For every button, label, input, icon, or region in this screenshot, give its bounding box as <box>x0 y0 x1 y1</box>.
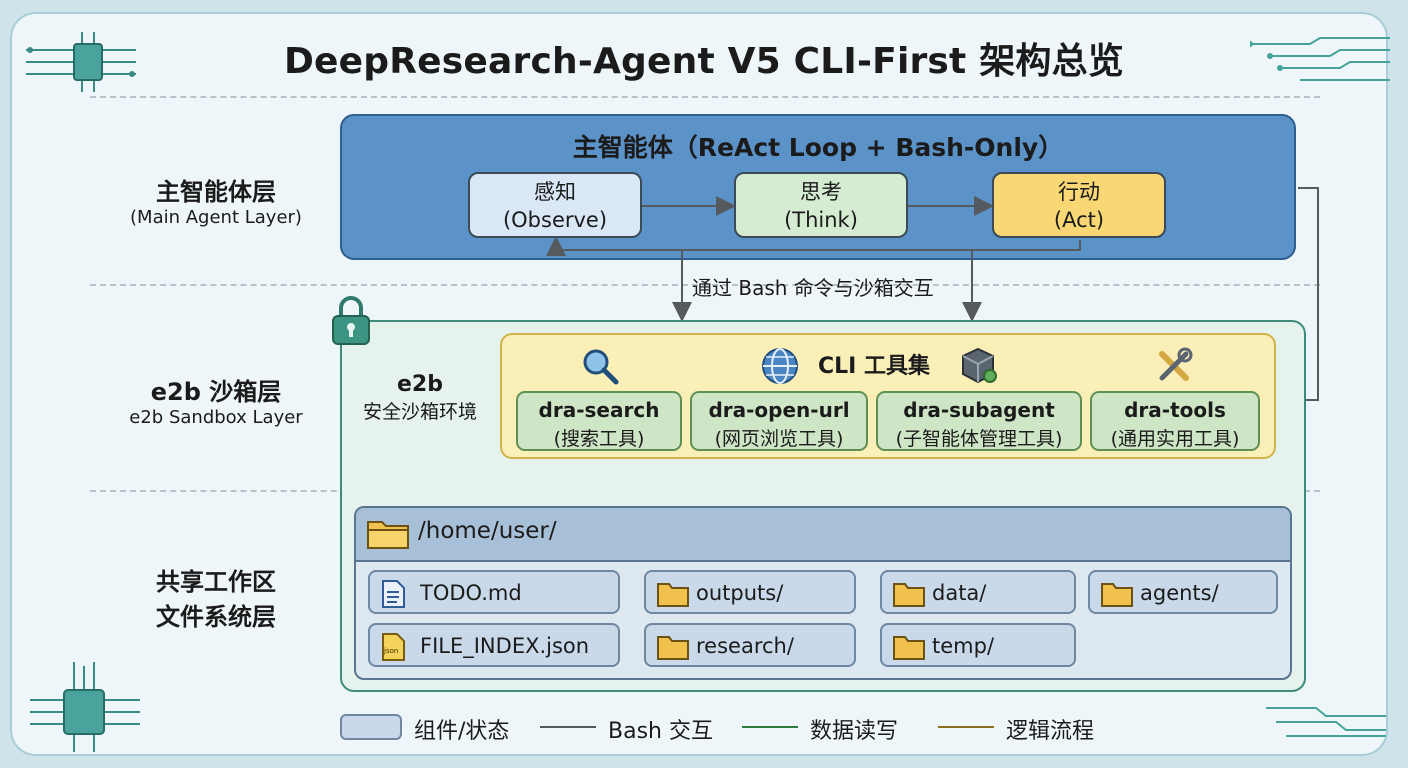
tool-dra-subagent: dra-subagent (子智能体管理工具) <box>876 391 1082 451</box>
sandbox-label: e2b 安全沙箱环境 <box>348 372 492 424</box>
file-label: temp/ <box>932 634 995 658</box>
step-en: (Act) <box>1053 208 1105 232</box>
file-file-index-json[interactable]: json FILE_INDEX.json <box>368 623 620 667</box>
step-zh: 感知 <box>534 180 576 204</box>
file-todo-md[interactable]: TODO.md <box>368 570 620 614</box>
tool-desc: (子智能体管理工具) <box>895 428 1063 450</box>
step-zh: 行动 <box>1058 180 1100 204</box>
folder-icon <box>657 636 689 660</box>
layer-label-en: e2b Sandbox Layer <box>129 407 303 428</box>
main-agent-title: 主智能体（ReAct Loop + Bash-Only） <box>572 133 1064 162</box>
step-en: (Observe) <box>502 208 608 232</box>
file-label: agents/ <box>1140 581 1219 605</box>
json-file-icon: json <box>382 633 405 661</box>
sandbox-label-title: e2b <box>397 372 443 397</box>
folder-agents[interactable]: agents/ <box>1088 570 1278 614</box>
folder-research[interactable]: research/ <box>644 623 856 667</box>
circuit-chip-icon <box>26 32 136 92</box>
step-en: (Think) <box>784 208 858 232</box>
document-icon <box>382 580 405 608</box>
folder-icon <box>367 521 409 549</box>
page-title: DeepResearch-Agent V5 CLI-First 架构总览 <box>283 41 1125 82</box>
filesystem-root-path: /home/user/ <box>418 518 557 544</box>
tool-dra-open-url: dra-open-url (网页浏览工具) <box>690 391 868 451</box>
layer-label-main: 主智能体层 (Main Agent Layer) <box>96 172 336 228</box>
legend-bash-label: Bash 交互 <box>608 719 713 744</box>
folder-temp[interactable]: temp/ <box>880 623 1076 667</box>
circuit-lines-icon <box>1266 707 1386 737</box>
legend-logic-label: 逻辑流程 <box>1006 719 1095 744</box>
legend-logic-line <box>938 726 994 728</box>
lock-icon <box>332 296 370 345</box>
legend-component-swatch <box>340 714 402 740</box>
tool-name: dra-subagent <box>903 398 1055 422</box>
legend-component-label: 组件/状态 <box>414 719 510 744</box>
legend-bash-line <box>540 726 596 728</box>
folder-icon <box>893 583 925 607</box>
circuit-lines-icon <box>1250 37 1390 81</box>
layer-label-fs: 共享工作区 文件系统层 <box>96 562 336 632</box>
file-label: TODO.md <box>420 581 522 605</box>
layer-label-en: (Main Agent Layer) <box>130 207 302 228</box>
tool-dra-search: dra-search (搜索工具) <box>516 391 682 451</box>
layer-label-zh: e2b 沙箱层 <box>150 378 282 406</box>
file-label: research/ <box>696 634 794 658</box>
folder-icon <box>893 636 925 660</box>
circuit-chip-icon <box>30 662 140 752</box>
layer-label-zh: 共享工作区 <box>156 568 276 596</box>
layer-label-zh: 文件系统层 <box>156 603 276 631</box>
layer-label-sandbox: e2b 沙箱层 e2b Sandbox Layer <box>96 372 336 428</box>
filesystem-header <box>356 508 1290 562</box>
sandbox-label-subtitle: 安全沙箱环境 <box>362 401 477 423</box>
step-act: 行动 (Act) <box>992 172 1166 238</box>
legend-data-label: 数据读写 <box>810 719 899 744</box>
folder-icon <box>1101 583 1133 607</box>
folder-outputs[interactable]: outputs/ <box>644 570 856 614</box>
tool-name: dra-search <box>538 398 660 422</box>
divider <box>90 96 1320 98</box>
step-zh: 思考 <box>800 180 842 204</box>
tool-name: dra-open-url <box>708 398 850 422</box>
file-label: data/ <box>932 581 987 605</box>
divider <box>90 284 1320 286</box>
legend-data-line <box>742 726 798 728</box>
tool-desc: (网页浏览工具) <box>714 428 844 450</box>
folder-icon <box>657 583 689 607</box>
tool-name: dra-tools <box>1124 398 1226 422</box>
file-label: FILE_INDEX.json <box>420 634 590 658</box>
file-label: outputs/ <box>696 581 784 605</box>
folder-data[interactable]: data/ <box>880 570 1076 614</box>
magnifier-icon <box>583 349 619 385</box>
tool-desc: (搜索工具) <box>553 428 645 450</box>
globe-icon <box>762 348 798 384</box>
bash-interaction-note: 通过 Bash 命令与沙箱交互 <box>692 276 934 300</box>
cube-gear-icon <box>962 347 997 384</box>
cli-toolset-title: CLI 工具集 <box>818 354 931 379</box>
tool-desc: (通用实用工具) <box>1110 428 1240 450</box>
svg-text:json: json <box>383 647 398 655</box>
step-think: 思考 (Think) <box>734 172 908 238</box>
layer-label-zh: 主智能体层 <box>156 178 276 206</box>
wrench-icon <box>1159 347 1193 381</box>
tool-dra-tools: dra-tools (通用实用工具) <box>1090 391 1260 451</box>
